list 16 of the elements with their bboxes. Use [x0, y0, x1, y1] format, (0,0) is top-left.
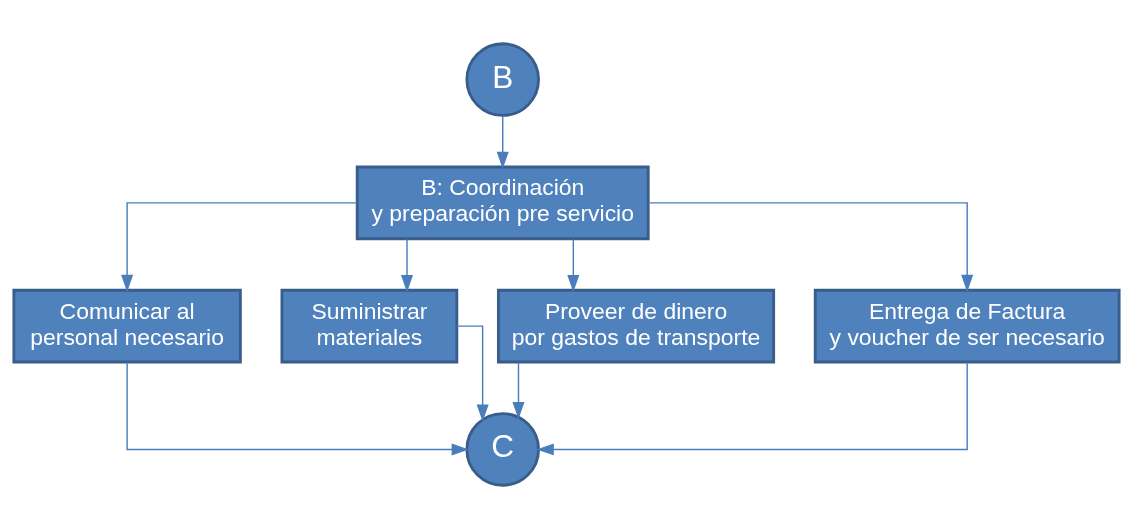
node-box: Entrega de Factura y voucher de ser necesario: [813, 288, 1121, 364]
node-box: Proveer de dinero por gastos de transporte: [496, 288, 776, 364]
arrow: [401, 238, 414, 293]
arrow: [536, 361, 968, 456]
node-circle: C: [465, 412, 540, 487]
arrow: [567, 238, 580, 293]
arrow: [496, 115, 509, 169]
node-box: Comunicar al personal necesario: [12, 288, 242, 364]
arrow: [126, 361, 469, 456]
node-box: B: Coordinación y preparación pre servicio: [355, 165, 650, 241]
arrow: [512, 361, 525, 420]
node-box: Suministrar materiales: [280, 288, 459, 364]
arrow: [121, 202, 358, 292]
node-circle: B: [465, 42, 540, 117]
arrow: [647, 202, 974, 292]
arrow: [456, 325, 489, 422]
